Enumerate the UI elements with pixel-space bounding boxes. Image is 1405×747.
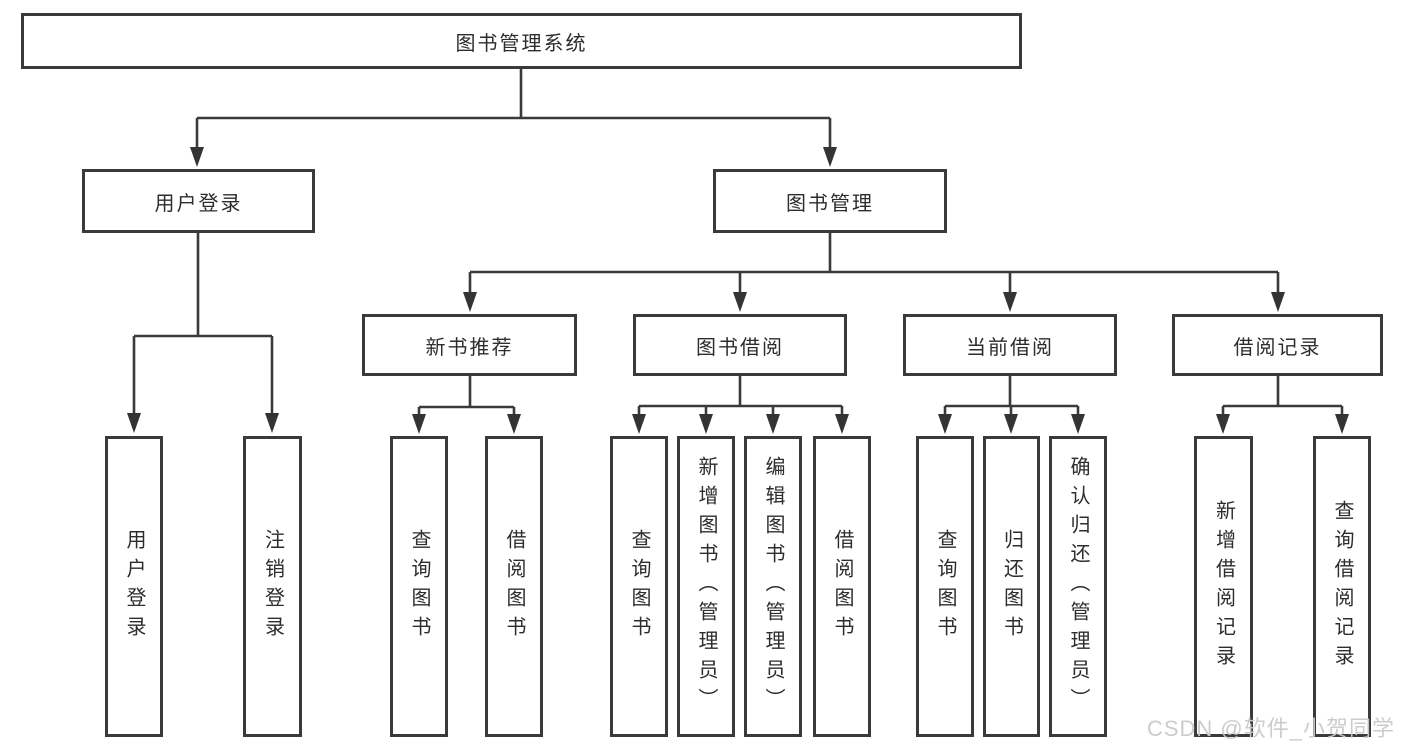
node-book-borrow: 图书借阅	[633, 314, 847, 376]
connector-root-to-level2	[195, 69, 832, 152]
leaf-user-login: 用户登录	[105, 436, 163, 737]
node-label: 新书推荐	[425, 336, 514, 359]
leaf-label: 查询图书	[934, 528, 956, 645]
node-user-login: 用户登录	[82, 169, 315, 233]
leaf-add-book-admin: 新增图书（管理员）	[677, 436, 735, 737]
connector-newbook-to-leaves	[417, 376, 516, 419]
connector-borrowrecord-to-leaves	[1221, 376, 1344, 419]
leaf-borrow-book: 借阅图书	[813, 436, 871, 737]
leaf-label: 借阅图书	[831, 528, 853, 645]
leaf-query-book-current: 查询图书	[916, 436, 974, 737]
leaf-query-book-borrow: 查询图书	[610, 436, 668, 737]
leaf-confirm-return-admin: 确认归还（管理员）	[1049, 436, 1107, 737]
watermark: CSDN @软件_小贺同学	[1146, 716, 1395, 741]
leaf-label: 新增图书（管理员）	[695, 456, 717, 717]
leaf-query-book-recommend: 查询图书	[390, 436, 448, 737]
node-label: 当前借阅	[966, 336, 1054, 359]
node-new-book-recommend: 新书推荐	[362, 314, 577, 376]
leaf-borrow-book-recommend: 借阅图书	[485, 436, 543, 737]
leaf-logout: 注销登录	[243, 436, 302, 737]
leaf-label: 编辑图书（管理员）	[762, 456, 784, 717]
leaf-label: 归还图书	[1000, 528, 1023, 645]
node-label: 用户登录	[154, 192, 243, 215]
leaf-edit-book-admin: 编辑图书（管理员）	[744, 436, 802, 737]
leaf-label: 查询图书	[408, 528, 430, 645]
leaf-label: 注销登录	[261, 528, 284, 645]
connector-bookmgmt-to-level3	[468, 233, 1280, 298]
leaf-label: 借阅图书	[503, 528, 525, 645]
node-label: 借阅记录	[1233, 336, 1322, 359]
node-book-management: 图书管理	[713, 169, 947, 233]
node-root-system: 图书管理系统	[21, 13, 1022, 69]
connector-currentborrow-to-leaves	[943, 376, 1080, 419]
node-label: 图书管理系统	[455, 32, 588, 55]
connector-bookborrow-to-leaves	[637, 376, 844, 419]
node-current-borrow: 当前借阅	[903, 314, 1117, 376]
leaf-label: 用户登录	[123, 528, 145, 645]
leaf-label: 确认归还（管理员）	[1067, 456, 1089, 717]
leaf-label: 查询借阅记录	[1331, 499, 1353, 674]
node-label: 图书借阅	[696, 336, 784, 359]
node-label: 图书管理	[786, 192, 874, 215]
leaf-add-borrow-record: 新增借阅记录	[1194, 436, 1253, 737]
node-borrow-record: 借阅记录	[1172, 314, 1383, 376]
leaf-return-book: 归还图书	[983, 436, 1040, 737]
connector-userlogin-to-leaves	[132, 233, 274, 418]
leaf-query-borrow-record: 查询借阅记录	[1313, 436, 1371, 737]
leaf-label: 查询图书	[628, 528, 650, 645]
leaf-label: 新增借阅记录	[1212, 499, 1235, 674]
